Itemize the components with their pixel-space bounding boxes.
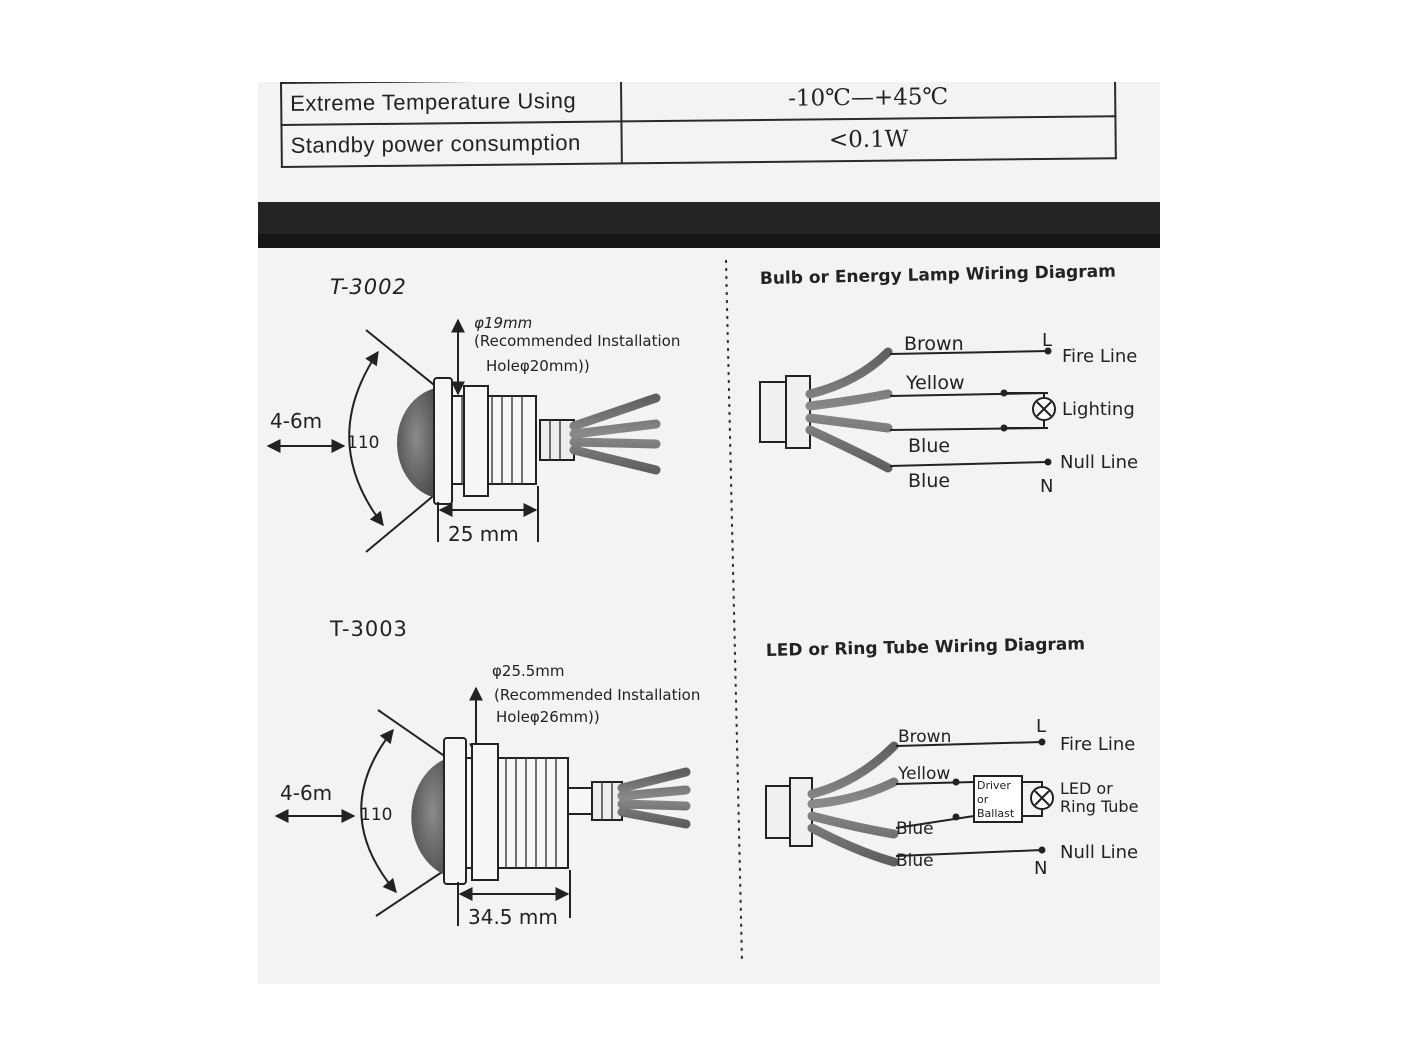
column-separator <box>725 259 743 963</box>
wire-connector-ribs <box>549 420 561 460</box>
diagram-title: LED or Ring Tube Wiring Diagram <box>766 634 1085 661</box>
range-label: 4-6m <box>280 781 332 805</box>
brown-wire-line <box>889 350 1049 355</box>
load-label: Lighting <box>1062 399 1135 420</box>
blue-wire-line <box>895 815 975 829</box>
wire-label-brown: Brown <box>904 333 964 355</box>
blue-wire-line <box>889 461 1049 467</box>
lamp-icon <box>1030 786 1054 810</box>
installation-note: Holeφ26mm)) <box>496 708 600 726</box>
diagrams-canvas: T-3002 φ19mm (Recommended Installation H… <box>266 259 1138 963</box>
length-label: 34.5 mm <box>468 905 558 929</box>
fire-line-label: Fire Line <box>1062 346 1137 367</box>
detection-angle-arc <box>348 350 384 527</box>
installation-note: Holeφ20mm)) <box>486 357 590 375</box>
wire-connector-ribs <box>601 782 613 820</box>
installation-note: (Recommended Installation <box>494 686 700 704</box>
sensor-body-icon <box>765 785 791 839</box>
lock-nut <box>471 743 499 881</box>
wire-label-yellow: Yellow <box>897 764 950 784</box>
wire-connector <box>539 419 575 461</box>
terminal-label-n: N <box>1040 476 1053 497</box>
terminal-label-l: L <box>1036 716 1046 737</box>
terminal-label-n: N <box>1034 858 1047 879</box>
lamp-icon <box>1032 397 1056 421</box>
connector-neck <box>567 787 593 815</box>
driver-label: Driver <box>977 779 1011 792</box>
sensor-dome <box>397 388 436 498</box>
led-wiring-diagram: LED or Ring Tube Wiring Diagram Driver o… <box>765 634 1138 879</box>
wire-bundle <box>807 741 899 867</box>
terminal-dot <box>952 813 960 821</box>
model-t3003-drawing: T-3003 φ25.5mm (Recommended Installation… <box>274 617 700 929</box>
hole-diameter: φ25.5mm <box>492 662 565 680</box>
hole-diameter: φ19mm <box>474 314 532 332</box>
fire-line-label: Fire Line <box>1060 734 1135 755</box>
wire-label-blue: Blue <box>908 435 950 457</box>
connector-icon <box>789 777 813 847</box>
angle-label: 110 <box>360 805 392 825</box>
model-t3002-drawing: T-3002 φ19mm (Recommended Installation H… <box>266 275 680 553</box>
wire-label-yellow: Yellow <box>905 372 965 394</box>
terminal-dot <box>952 778 960 786</box>
installation-note: (Recommended Installation <box>474 332 680 350</box>
driver-box <box>973 775 1023 823</box>
wire-bundle <box>805 347 893 473</box>
wire-label-brown: Brown <box>898 727 951 747</box>
wire-label-blue: Blue <box>896 819 934 839</box>
driver-label: or <box>977 793 989 806</box>
wire-label-blue: Blue <box>908 470 950 492</box>
brown-wire-line <box>895 741 1043 747</box>
detection-angle-arc <box>360 728 397 894</box>
driver-label: Ballast <box>977 807 1015 820</box>
lock-nut <box>463 385 489 497</box>
yellow-wire-line <box>895 781 975 785</box>
blue-wire-line <box>895 849 1043 857</box>
terminal-dot <box>1044 347 1052 355</box>
wire-connector <box>591 781 623 821</box>
load-label: Ring Tube <box>1060 797 1138 816</box>
length-label: 25 mm <box>448 522 519 546</box>
instruction-sheet: Extreme Temperature Using -10℃—+45℃ Stan… <box>258 82 1160 984</box>
connector-icon <box>785 375 811 449</box>
sensor-body-icon <box>759 381 787 443</box>
null-line-label: Null Line <box>1060 452 1138 473</box>
model-name: T-3002 <box>330 275 407 299</box>
sensor-wires <box>569 393 661 475</box>
section-divider-band <box>258 202 1160 248</box>
range-label: 4-6m <box>270 409 322 433</box>
terminal-dot <box>1038 738 1046 746</box>
sensor-wires <box>617 767 691 829</box>
model-name: T-3003 <box>329 617 408 641</box>
wire-label-blue: Blue <box>896 851 934 871</box>
null-line-label: Null Line <box>1060 842 1138 863</box>
load-label: LED or <box>1060 779 1113 798</box>
bulb-wiring-diagram: Bulb or Energy Lamp Wiring Diagram Brown… <box>759 262 1138 497</box>
terminal-dot <box>1038 846 1046 854</box>
diagram-title: Bulb or Energy Lamp Wiring Diagram <box>760 262 1116 289</box>
angle-label: 110 <box>347 433 379 453</box>
sensor-flange <box>433 377 453 505</box>
terminal-dot <box>1044 458 1052 466</box>
terminal-label-l: L <box>1042 330 1052 351</box>
sensor-flange <box>443 737 467 885</box>
